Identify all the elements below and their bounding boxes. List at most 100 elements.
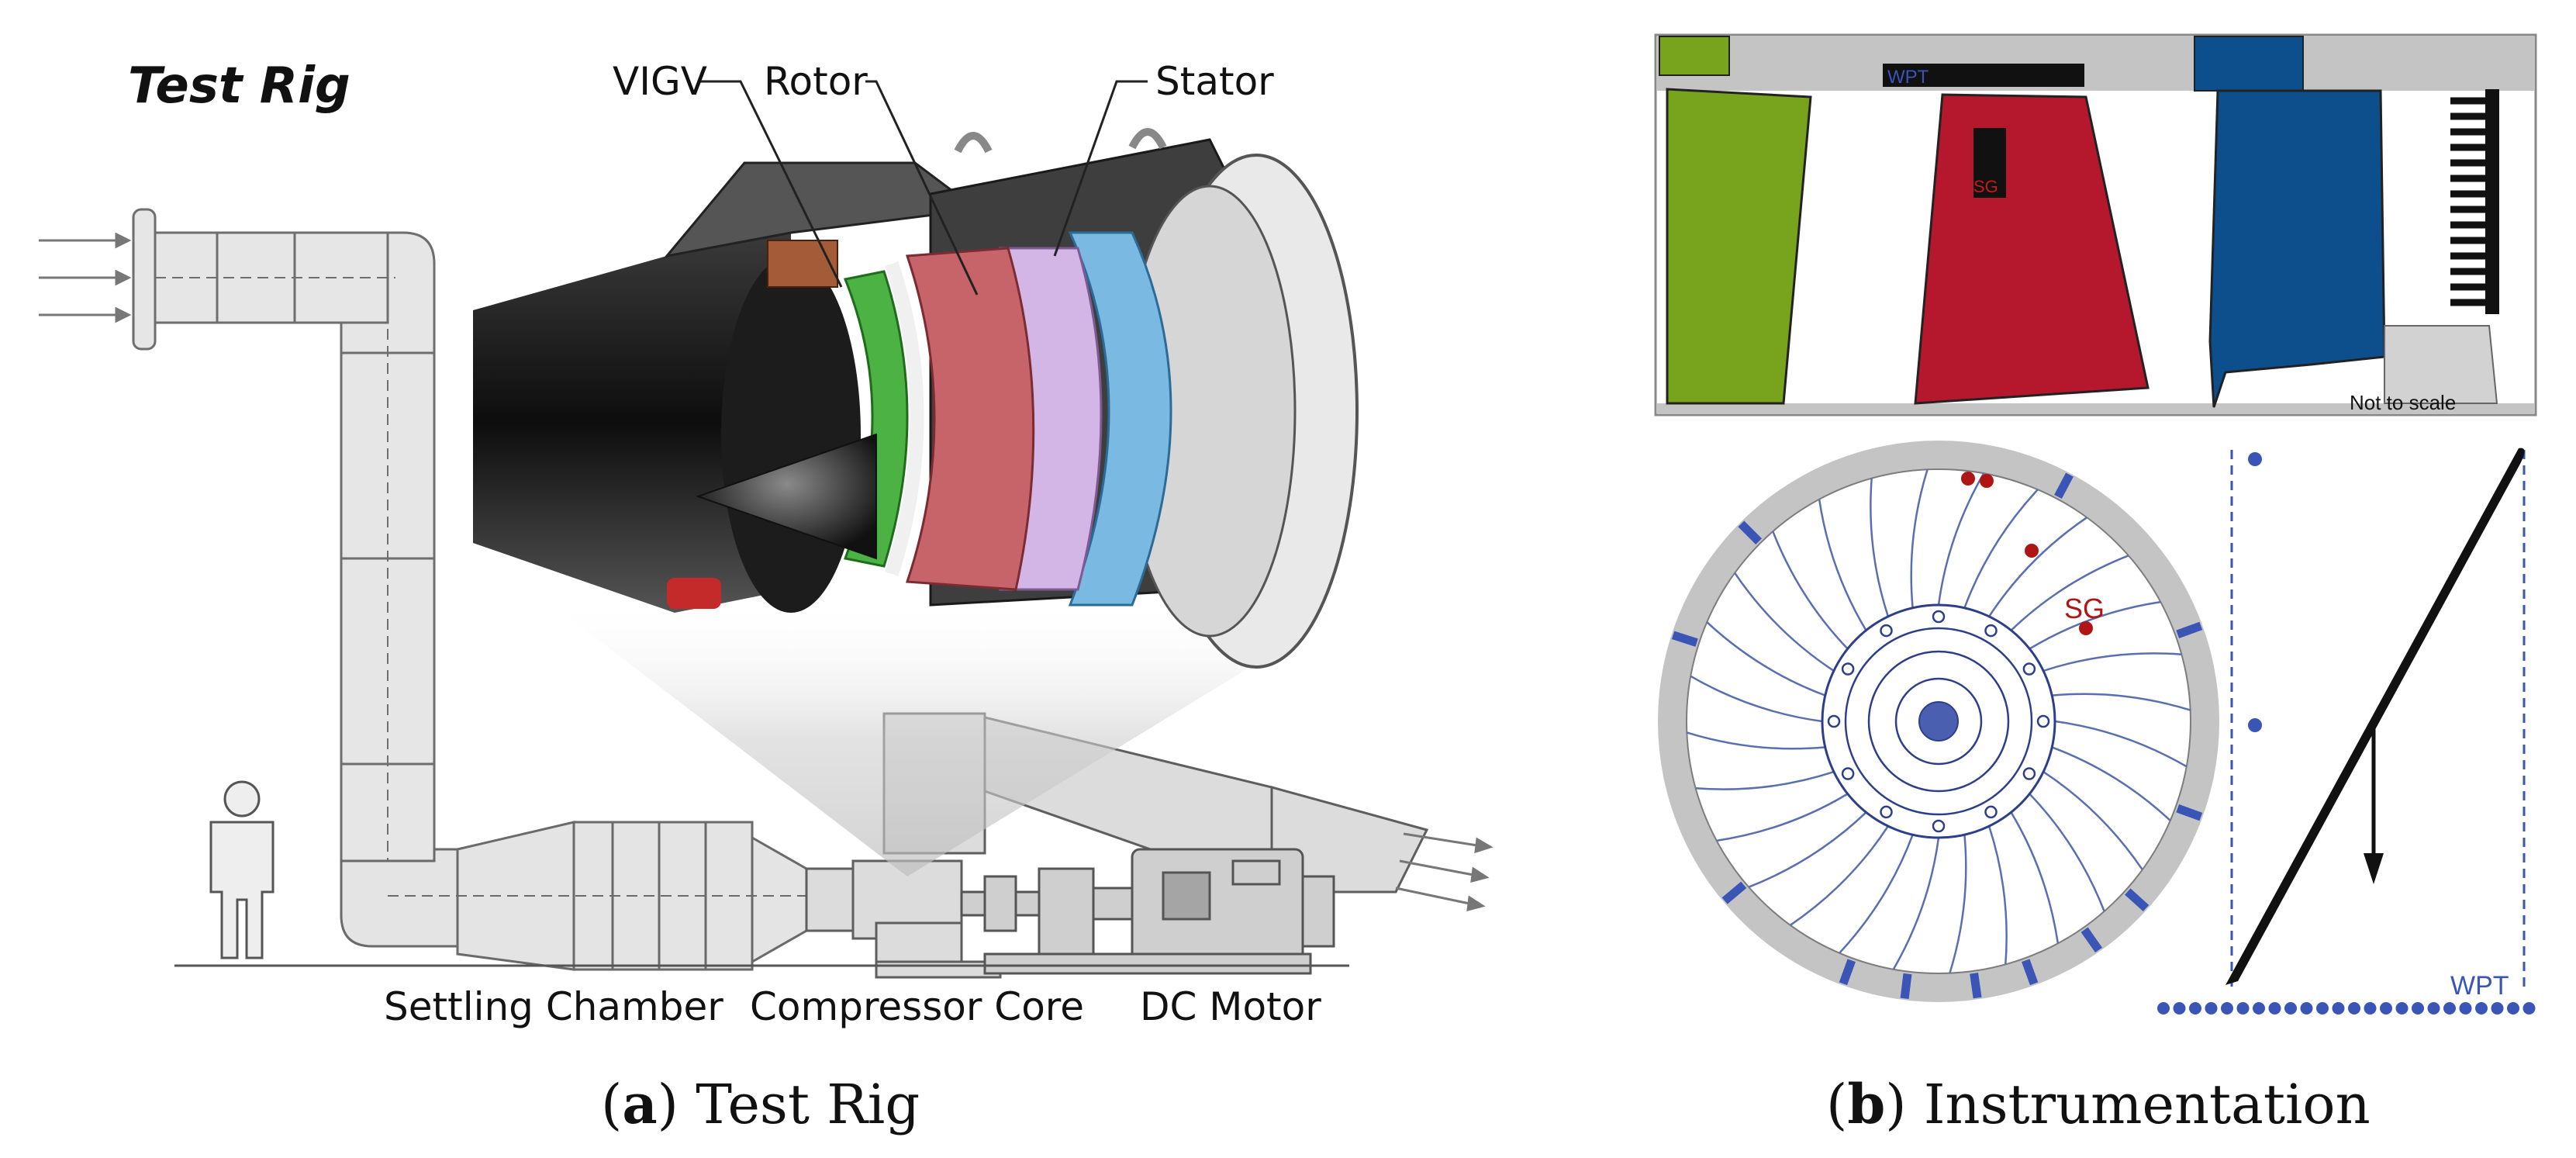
intake-ductwork: [132, 208, 436, 892]
wpt-probe-dot: [2316, 1002, 2329, 1015]
blade-line: [2010, 555, 2129, 631]
wpt-probe-dot: [2253, 1002, 2265, 1015]
bolt-hole: [1841, 662, 1855, 676]
label-settling-chamber: Settling Chamber: [384, 984, 723, 1029]
bolt-hole: [1932, 819, 1946, 833]
blade-line: [1818, 499, 1867, 631]
inlet-arrows: [39, 232, 132, 323]
wpt-probe-dot: [2348, 1002, 2360, 1015]
wpt-probe-dot: [2443, 1002, 2456, 1015]
wpt-probe-dot: [2236, 1002, 2250, 1015]
blade-line: [1716, 793, 1849, 842]
panel-b-instrumentation: WPT SG Not to scale: [1654, 33, 2537, 1136]
wpt-probe-dot: [2300, 1002, 2313, 1015]
blade-line: [2029, 600, 2161, 650]
blade-line: [1892, 837, 1940, 970]
blade-line: [2052, 693, 2191, 711]
bolt-hole: [2022, 767, 2036, 780]
blade-line: [2051, 746, 2171, 821]
stator-vane-section: [2208, 89, 2386, 408]
bolt-hole: [2022, 662, 2036, 676]
wpt-probe-dot: [2475, 1002, 2488, 1015]
label-compressor-core: Compressor Core: [750, 984, 1084, 1029]
blade-line: [1949, 835, 1967, 974]
wpt-probe-dot: [2173, 1002, 2186, 1015]
wpt-probe-dot: [2205, 1002, 2218, 1015]
dc-motor-drive: [960, 848, 1335, 975]
label-wpt-bottom: WPT: [2450, 971, 2509, 1001]
label-wpt-top: WPT: [1887, 67, 1929, 88]
panel-a-title: Test Rig: [128, 57, 350, 115]
blade-line: [1790, 825, 1889, 926]
callout-leaders: [699, 80, 1148, 296]
blade-line: [1963, 489, 2039, 609]
probe-tick: [2176, 621, 2203, 638]
label-not-to-scale: Not to scale: [2350, 391, 2456, 414]
wpt-probe-dot: [2332, 1002, 2345, 1015]
caption-a-letter: a: [622, 1072, 657, 1136]
blade-line: [2010, 811, 2060, 944]
strain-gauge-patch: [1973, 128, 2006, 198]
bolt-hole: [2036, 714, 2050, 728]
compressor-cutaway: [473, 128, 1359, 669]
label-vigv: VIGV: [613, 59, 707, 104]
blade-line: [1690, 675, 1823, 723]
bolt-hole: [1880, 624, 1893, 638]
meridional-section: WPT SG Not to scale: [1654, 33, 2537, 417]
blade-line: [1937, 472, 1985, 606]
label-rotor: Rotor: [764, 59, 868, 104]
rotor-blade-lines: [1686, 468, 2191, 974]
probe-tick: [1738, 520, 1762, 544]
label-sg-bottom: SG: [2064, 593, 2105, 624]
blade-line: [1686, 731, 1825, 750]
wpt-probe-bar: [1883, 64, 2084, 87]
bolt-hole: [1841, 767, 1855, 780]
wpt-probe-dot: [2268, 1002, 2281, 1015]
person-scale-figure: [209, 780, 275, 959]
wpt-probe-row: [2157, 1002, 2536, 1015]
bolt-hole: [1984, 624, 1998, 638]
zoom-beam: [543, 597, 1365, 876]
wpt-probe-dot: [2507, 1002, 2519, 1015]
blade-line: [1772, 531, 1849, 650]
wpt-probe-dot: [2380, 1002, 2392, 1015]
blade-line: [2042, 652, 2182, 672]
rig-wall-comb: [2450, 97, 2485, 306]
blade-line: [1988, 517, 2087, 617]
probe-tick: [1900, 973, 1912, 999]
bolt-hole: [1880, 805, 1893, 819]
wpt-probe-dot: [2395, 1002, 2409, 1015]
wpt-probe-dot: [2364, 1002, 2377, 1015]
caption-a: (a) Test Rig: [601, 1072, 920, 1136]
blade-profile: [2226, 448, 2525, 985]
bolt-hole: [1984, 805, 1998, 819]
blade-line: [1706, 621, 1826, 697]
wpt-probe-dot: [2491, 1002, 2504, 1015]
vigv-blade-section: [1666, 88, 1812, 405]
label-sg-top: SG: [1973, 177, 1998, 196]
panel-a-test-rig: Test Rig: [39, 57, 1493, 1136]
probe-tick: [1721, 881, 1747, 904]
wpt-probe-dot: [2284, 1002, 2297, 1015]
blade-line: [1910, 468, 1929, 608]
probe-tick: [2080, 927, 2103, 953]
blade-tip-schematic: WPT: [2157, 448, 2536, 1015]
strain-gauge-dots: [1961, 472, 2093, 635]
caption-b: (b) Instrumentation: [1826, 1072, 2371, 1136]
probe-tick: [1970, 973, 1982, 999]
caption-a-text: Test Rig: [679, 1073, 920, 1136]
blade-line: [1734, 572, 1835, 672]
bolt-hole: [1932, 610, 1946, 624]
wpt-probe-dot: [2189, 1002, 2201, 1015]
caption-b-letter: b: [1847, 1072, 1885, 1136]
blade-line: [2029, 793, 2105, 912]
bolt-hole: [1827, 714, 1841, 728]
hub-bolt-holes: [1827, 610, 2050, 833]
blade-line: [1839, 834, 1914, 954]
label-dc-motor: DC Motor: [1140, 984, 1321, 1029]
wpt-probe-dot: [2157, 1002, 2170, 1015]
probe-tick: [1839, 959, 1856, 986]
blade-line: [2054, 720, 2188, 768]
rotor-front-view: SG: [1658, 441, 2219, 1002]
